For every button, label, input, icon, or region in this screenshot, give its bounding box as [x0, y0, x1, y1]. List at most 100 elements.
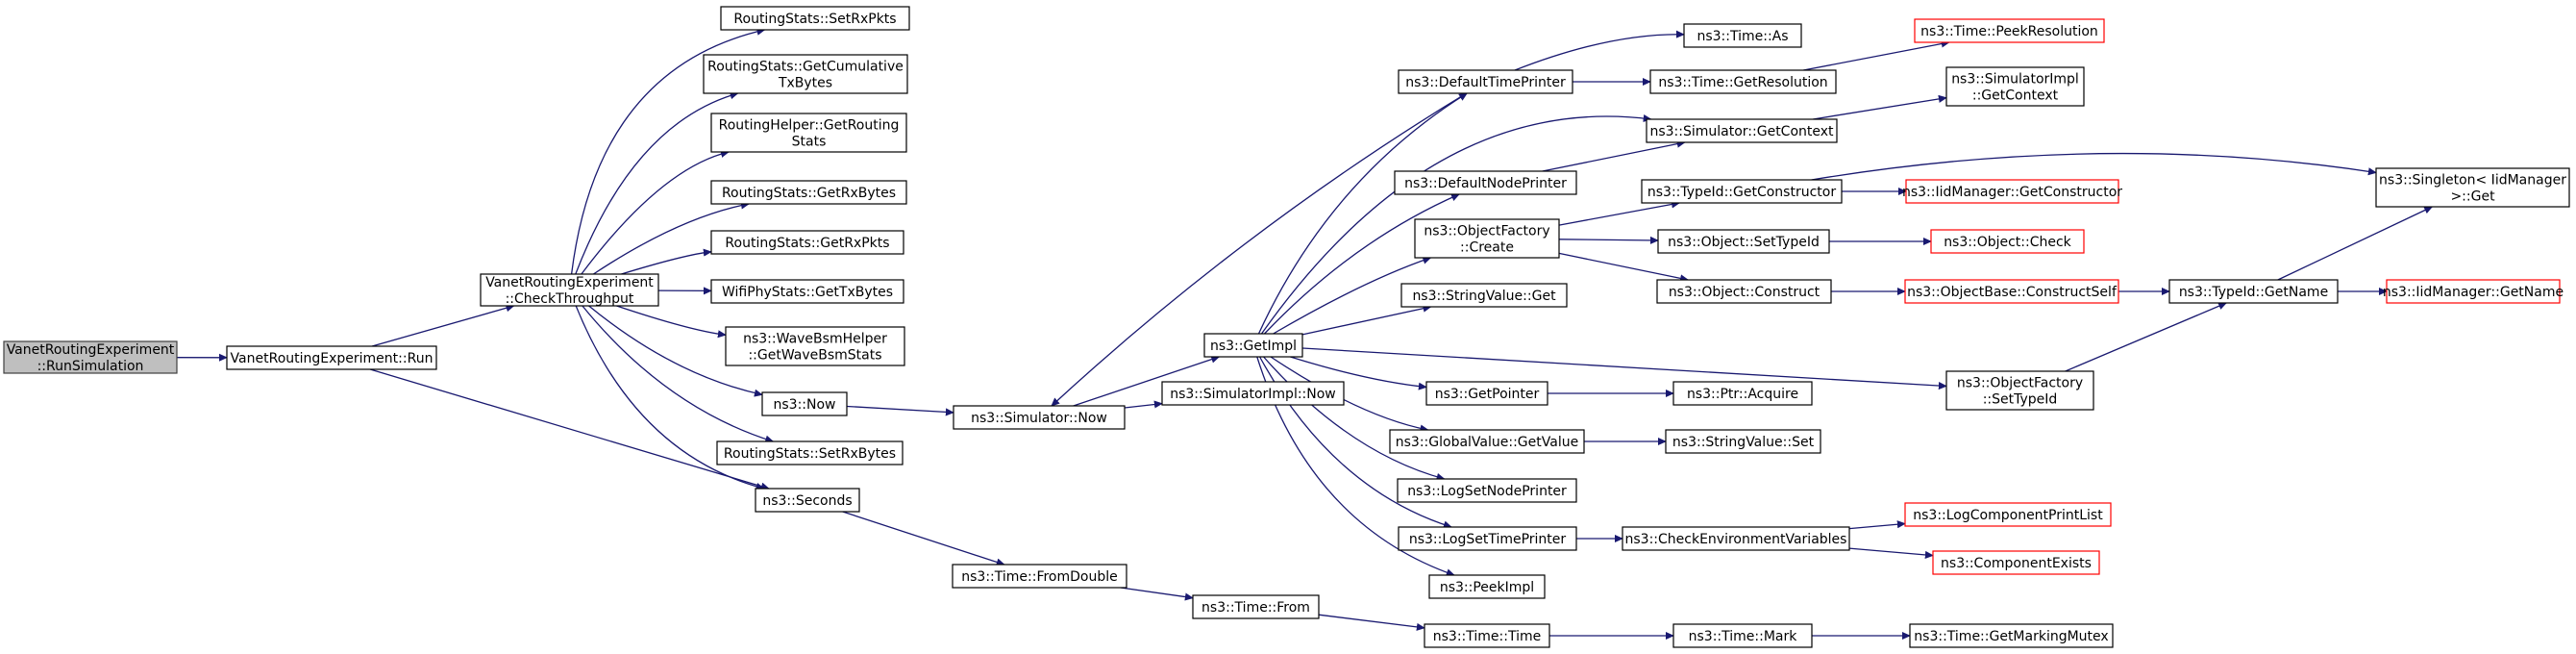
node-compexists[interactable]: ns3::ComponentExists: [1932, 550, 2100, 575]
node-seconds[interactable]: ns3::Seconds: [755, 488, 860, 513]
node-timemark[interactable]: ns3::Time::Mark: [1672, 623, 1813, 648]
node-getrxpkts[interactable]: RoutingStats::GetRxPkts: [710, 230, 904, 255]
node-globvalget[interactable]: ns3::GlobalValue::GetValue: [1389, 429, 1585, 454]
node-objcheck[interactable]: ns3::Object::Check: [1930, 229, 2085, 254]
edge-checkthr-to-setrxbytes: [582, 305, 775, 443]
node-defnodeprinter[interactable]: ns3::DefaultNodePrinter: [1394, 170, 1577, 195]
node-box: [1945, 370, 2094, 411]
node-setrxbytes[interactable]: RoutingStats::SetRxBytes: [716, 440, 904, 465]
node-box: [1646, 118, 1838, 143]
node-getimpl[interactable]: ns3::GetImpl: [1203, 333, 1303, 358]
node-timetime[interactable]: ns3::Time::Time: [1424, 623, 1550, 648]
node-iidgetname[interactable]: ns3::IidManager::GetName: [2383, 279, 2564, 304]
node-box: [1389, 429, 1585, 454]
node-box: [1424, 623, 1550, 648]
node-box: [1398, 69, 1573, 94]
node-wavebsm[interactable]: ns3::WaveBsmHelper::GetWaveBsmStats: [725, 326, 905, 366]
edge-deftimeprinter-to-timeas: [1514, 30, 1685, 71]
edge-objfactcreate-to-objsettypeid: [1558, 236, 1659, 244]
node-box: [1905, 179, 2119, 204]
node-label: ns3::IidManager::GetName: [2383, 285, 2564, 300]
node-label: RoutingStats::SetRxPkts: [733, 12, 896, 27]
node-deftimeprinter[interactable]: ns3::DefaultTimePrinter: [1398, 69, 1573, 94]
node-peekimpl[interactable]: ns3::PeekImpl: [1428, 574, 1546, 599]
node-box: [716, 440, 904, 465]
node-box: [1657, 229, 1830, 254]
node-timegetres[interactable]: ns3::Time::GetResolution: [1649, 69, 1837, 94]
node-label: TxBytes: [778, 76, 832, 91]
node-checkthr[interactable]: VanetRoutingExperiment::CheckThroughput: [480, 273, 659, 307]
edge-simgetctx-to-simimplgetctx: [1813, 94, 1947, 120]
node-singletonget[interactable]: ns3::Singleton< IidManager>::Get: [2375, 167, 2570, 208]
node-setrxpkts[interactable]: RoutingStats::SetRxPkts: [720, 6, 910, 31]
node-label: ns3::Seconds: [762, 493, 852, 509]
edge-checkthr-to-now: [588, 305, 763, 397]
edge-objfactsettypeid-to-typeidgetname: [2065, 302, 2228, 372]
node-timefrom[interactable]: ns3::Time::From: [1192, 594, 1320, 619]
node-box: [1683, 23, 1802, 48]
edge-simnow-to-getimpl: [1073, 355, 1221, 407]
node-getrxbytes[interactable]: RoutingStats::GetRxBytes: [710, 180, 907, 205]
node-label: ns3::StringValue::Set: [1672, 435, 1815, 450]
node-objbaseconstruct[interactable]: ns3::ObjectBase::ConstructSelf: [1904, 279, 2119, 304]
node-objfactsettypeid[interactable]: ns3::ObjectFactory::SetTypeId: [1945, 370, 2094, 411]
node-objconstruct[interactable]: ns3::Object::Construct: [1656, 279, 1832, 304]
node-label: VanetRoutingExperiment: [7, 342, 175, 358]
node-simgetctx[interactable]: ns3::Simulator::GetContext: [1646, 118, 1838, 143]
node-fromdouble[interactable]: ns3::Time::FromDouble: [952, 564, 1127, 589]
node-iidgetctor[interactable]: ns3::IidManager::GetConstructor: [1902, 179, 2122, 204]
node-label: ns3::Time::As: [1697, 29, 1788, 44]
edge-defnodeprinter-to-simgetctx: [1542, 139, 1686, 172]
node-label: ns3::Singleton< IidManager: [2379, 173, 2566, 189]
node-label: ns3::DefaultNodePrinter: [1404, 176, 1567, 191]
node-label: ns3::Simulator::Now: [971, 411, 1107, 426]
node-label: RoutingHelper::GetRouting: [719, 118, 900, 134]
node-box: [1672, 623, 1813, 648]
node-label: ns3::PeekImpl: [1440, 580, 1534, 595]
node-runsim[interactable]: VanetRoutingExperiment::RunSimulation: [3, 340, 178, 374]
node-simnow[interactable]: ns3::Simulator::Now: [953, 405, 1126, 430]
node-now[interactable]: ns3::Now: [761, 391, 848, 416]
node-label: ns3::WaveBsmHelper: [743, 332, 887, 347]
node-logcompprint[interactable]: ns3::LogComponentPrintList: [1904, 502, 2112, 527]
node-run[interactable]: VanetRoutingExperiment::Run: [226, 345, 437, 370]
node-objsettypeid[interactable]: ns3::Object::SetTypeId: [1657, 229, 1830, 254]
node-objfactcreate[interactable]: ns3::ObjectFactory::Create: [1414, 218, 1560, 259]
node-simimplnow[interactable]: ns3::SimulatorImpl::Now: [1161, 381, 1345, 406]
edge-checkthr-to-getrxbytes: [593, 201, 750, 275]
node-label: ns3::ObjectFactory: [1424, 224, 1549, 239]
node-label: ::CheckThroughput: [506, 291, 634, 307]
edge-objfactcreate-to-typeidgetctor: [1558, 200, 1680, 226]
node-box: [226, 345, 437, 370]
node-typeidgetname[interactable]: ns3::TypeId::GetName: [2168, 279, 2339, 304]
node-box: [1641, 179, 1843, 204]
node-simimplgetctx[interactable]: ns3::SimulatorImpl::GetContext: [1945, 66, 2085, 107]
node-box: [1649, 69, 1837, 94]
edge-timegetres-to-peekres: [1803, 39, 1950, 71]
node-timeas[interactable]: ns3::Time::As: [1683, 23, 1802, 48]
node-label: ns3::LogSetTimePrinter: [1409, 532, 1567, 547]
node-label: ns3::Ptr::Acquire: [1687, 387, 1798, 402]
node-strvalset[interactable]: ns3::StringValue::Set: [1665, 429, 1821, 454]
node-logsetnode[interactable]: ns3::LogSetNodePrinter: [1397, 478, 1577, 503]
edge-getimpl-to-strvalget: [1301, 304, 1432, 336]
node-label: Stats: [792, 135, 827, 150]
node-box: [1397, 478, 1577, 503]
node-getmarkmutex[interactable]: ns3::Time::GetMarkingMutex: [1909, 623, 2114, 648]
node-ptracquire[interactable]: ns3::Ptr::Acquire: [1672, 381, 1813, 406]
edge-getimpl-to-simgetctx: [1260, 113, 1652, 335]
node-checkenv[interactable]: ns3::CheckEnvironmentVariables: [1622, 526, 1850, 551]
node-box: [1672, 381, 1813, 406]
node-label: ::GetWaveBsmStats: [748, 348, 881, 364]
node-getpointer[interactable]: ns3::GetPointer: [1425, 381, 1548, 406]
node-strvalget[interactable]: ns3::StringValue::Get: [1400, 283, 1568, 308]
node-box: [761, 391, 848, 416]
node-peekres[interactable]: ns3::Time::PeekResolution: [1914, 18, 2105, 43]
node-logsettime[interactable]: ns3::LogSetTimePrinter: [1398, 526, 1577, 551]
node-box: [1161, 381, 1345, 406]
node-typeidgetctor[interactable]: ns3::TypeId::GetConstructor: [1641, 179, 1843, 204]
node-wifigettx[interactable]: WifiPhyStats::GetTxBytes: [710, 279, 904, 304]
node-label: ns3::Object::Construct: [1669, 285, 1821, 300]
